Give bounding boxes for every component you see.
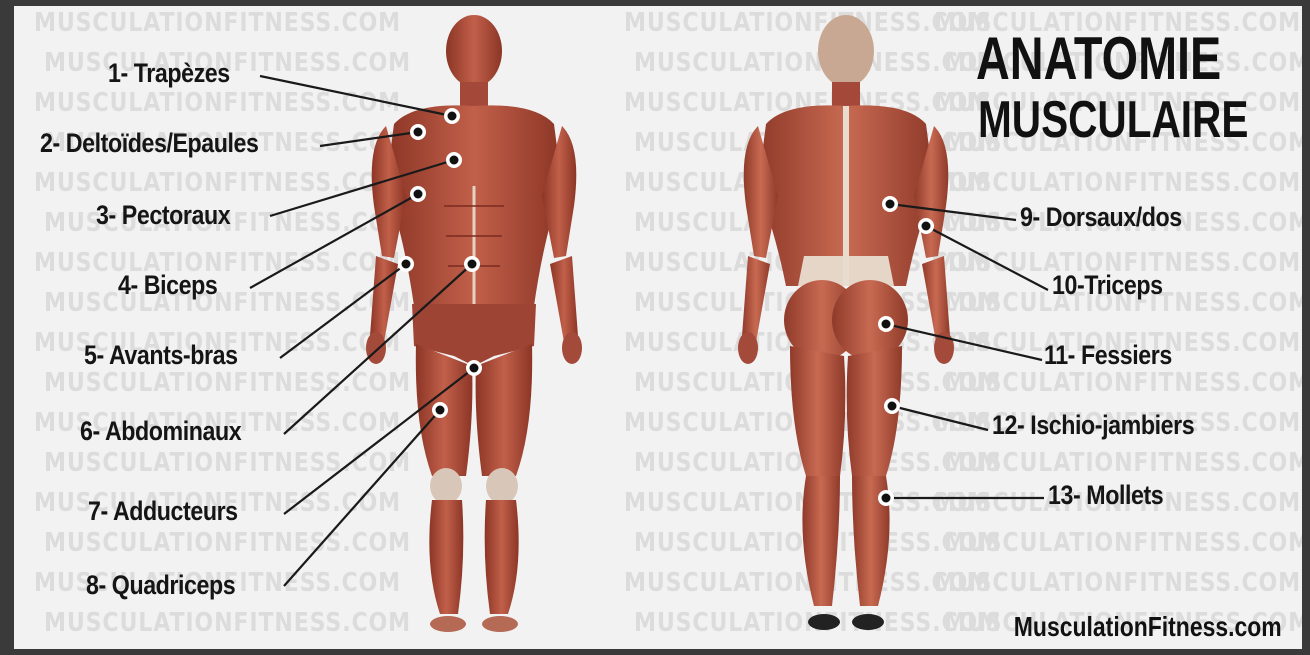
label-biceps: 4- Biceps (118, 270, 217, 301)
marker-dot-5 (402, 260, 411, 269)
site-credit: MusculationFitness.com (1014, 611, 1282, 643)
leader-line-11 (886, 324, 1042, 360)
leader-line-8 (284, 410, 440, 586)
marker-dot-6 (468, 260, 477, 269)
marker-dot-12 (888, 402, 897, 411)
marker-dot-8 (436, 406, 445, 415)
label-adducteurs: 7- Adducteurs (88, 496, 238, 527)
label-abdominaux: 6- Abdominaux (80, 416, 241, 447)
marker-dot-10 (922, 222, 931, 231)
label-pectoraux: 3- Pectoraux (96, 200, 230, 231)
marker-dot-9 (886, 200, 895, 209)
label-dorsaux: 9- Dorsaux/dos (1020, 202, 1182, 233)
back-figure (738, 15, 954, 630)
title-line-1: ANATOMIE (976, 24, 1221, 93)
label-avants-bras: 5- Avants-bras (84, 340, 238, 371)
marker-dot-7 (470, 364, 479, 373)
marker-dot-13 (882, 494, 891, 503)
marker-dot-2 (414, 128, 423, 137)
title-line-2: MUSCULAIRE (978, 90, 1248, 150)
leader-line-12 (892, 406, 988, 430)
marker-dot-1 (448, 112, 457, 121)
label-deltoides: 2- Deltoïdes/Epaules (40, 128, 259, 159)
label-mollets: 13- Mollets (1048, 480, 1163, 511)
label-ischio-jambiers: 12- Ischio-jambiers (992, 410, 1194, 441)
marker-dot-3 (450, 156, 459, 165)
front-figure (366, 15, 582, 632)
label-triceps: 10-Triceps (1052, 270, 1163, 301)
label-fessiers: 11- Fessiers (1044, 340, 1172, 371)
label-quadriceps: 8- Quadriceps (86, 570, 235, 601)
marker-dot-11 (882, 320, 891, 329)
marker-dot-4 (414, 190, 423, 199)
label-trapezes: 1- Trapèzes (108, 58, 230, 89)
leader-line-1 (260, 76, 452, 116)
